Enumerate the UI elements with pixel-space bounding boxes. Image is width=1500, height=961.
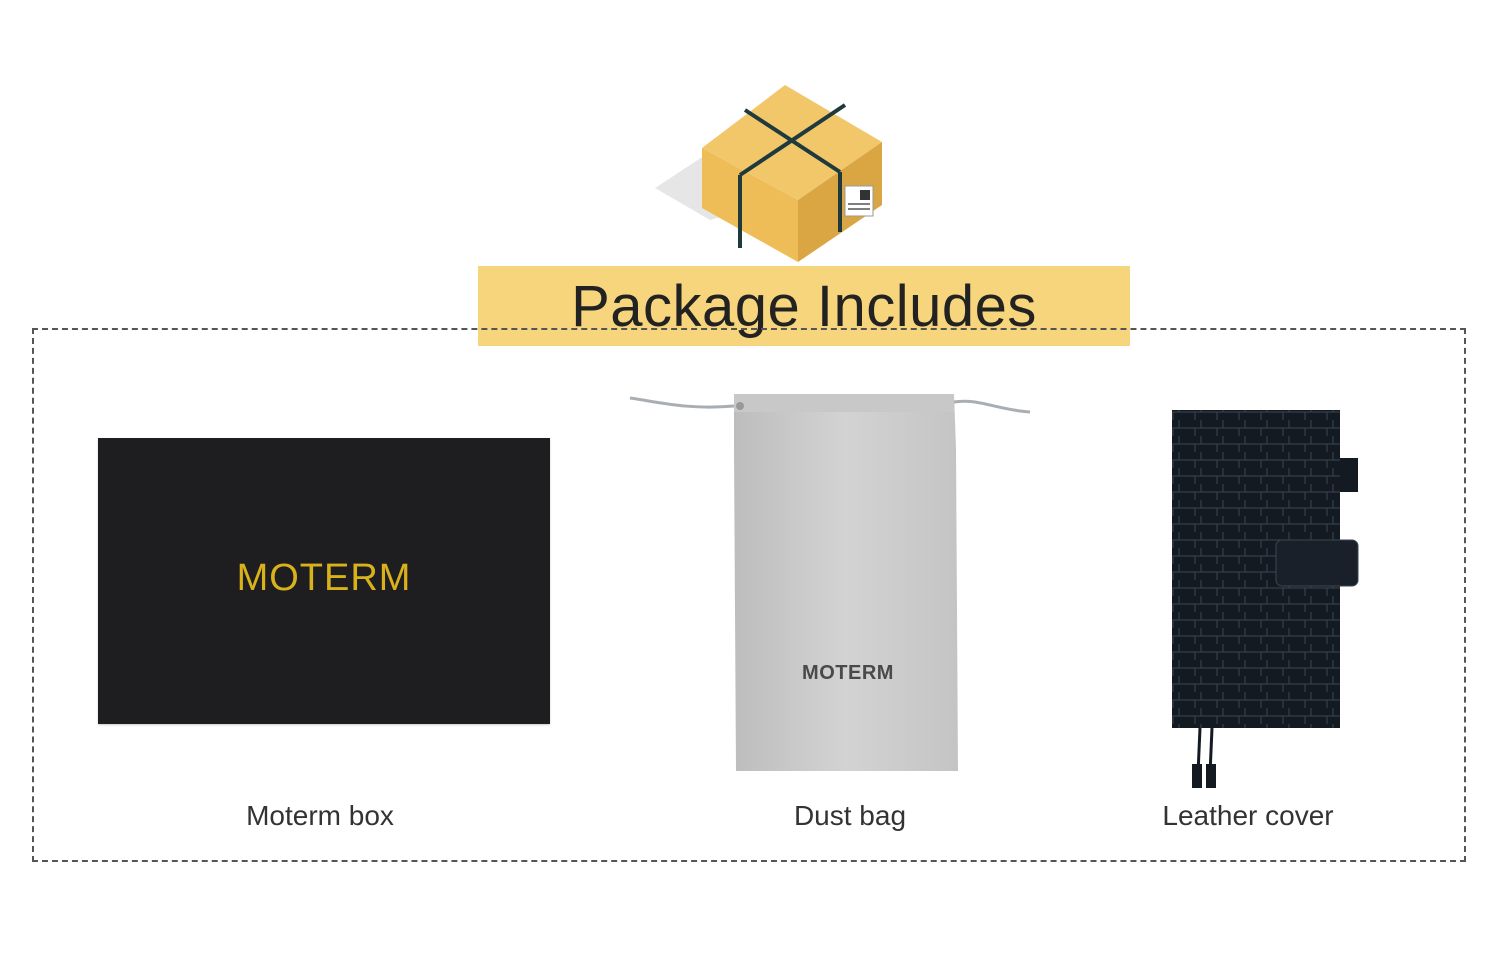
caption-moterm-box: Moterm box <box>246 800 394 831</box>
header-banner: Package Includes <box>478 266 1130 346</box>
items-frame <box>32 328 1466 862</box>
moterm-box-image: MOTERM <box>98 438 550 724</box>
caption-dust-bag: Dust bag <box>793 800 907 831</box>
page-title: Package Includes <box>571 273 1037 339</box>
caption-leather-cover: Leather cover <box>1162 800 1334 831</box>
package-box-icon <box>655 85 882 262</box>
leather-cover-image <box>1172 410 1359 788</box>
dust-bag-image <box>629 394 1031 771</box>
bag-brand-text: MOTERM <box>802 662 894 684</box>
box-brand-text: MOTERM <box>236 556 412 599</box>
